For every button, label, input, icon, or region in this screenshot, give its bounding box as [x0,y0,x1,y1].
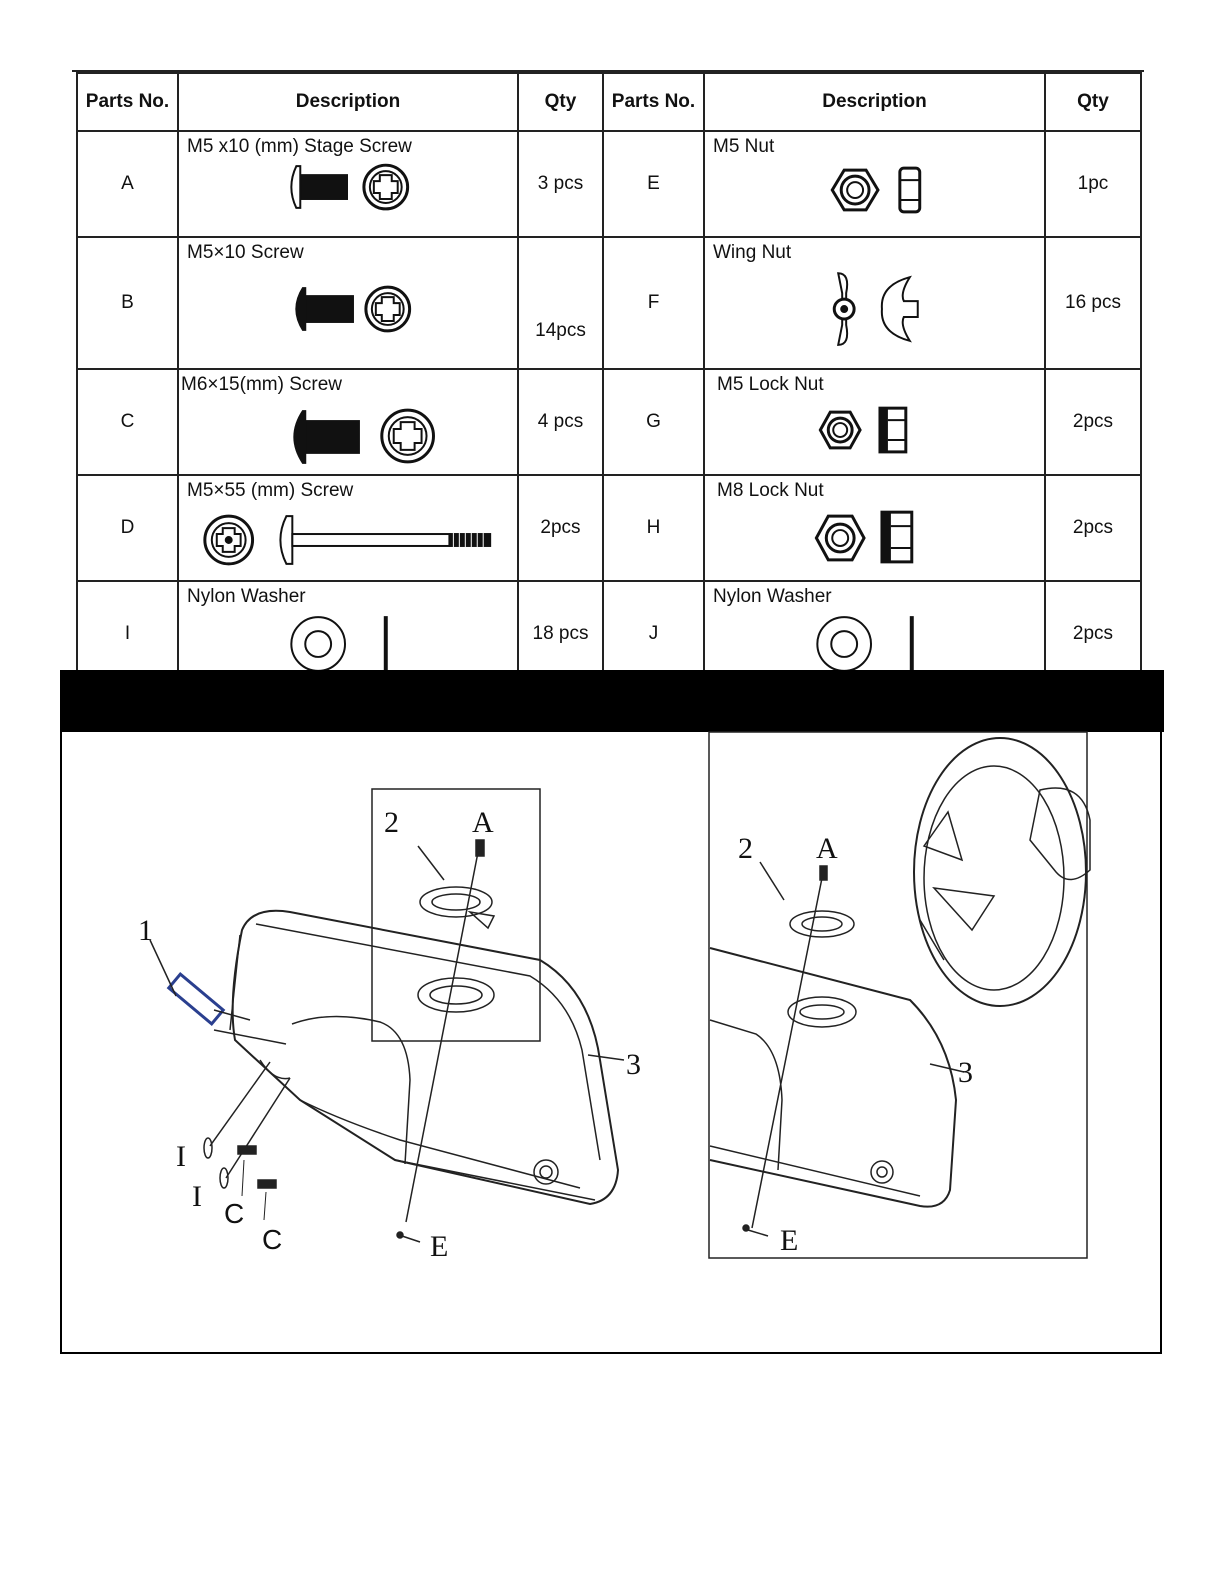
header-parts-no: Parts No. [602,72,705,132]
callout-label: I [176,1140,186,1173]
part-description: M6×15(mm) Screw [177,368,519,476]
callout-label: 2 [384,806,399,839]
header-description: Description [703,72,1046,132]
long-screw-icon [179,504,517,576]
part-description-text: M5×55 (mm) Screw [187,480,354,501]
header-description: Description [177,72,519,132]
table-row: D M5×55 (mm) Screw [76,474,1142,582]
part-description-text: M5 Lock Nut [717,374,824,395]
table-row: A M5 x10 (mm) Stage Screw 3 pcs E M5 Nut [76,130,1142,238]
header-qty: Qty [1044,72,1142,132]
part-qty: 2pcs [1044,474,1142,582]
stage-screw-icon [179,160,517,232]
part-qty: 2pcs [517,474,604,582]
parts-table: Parts No. Description Qty Parts No. Desc… [76,72,1142,688]
part-number: D [76,474,179,582]
lock-nut-icon [705,398,1044,470]
part-description: M5 Nut [703,130,1046,238]
part-number: H [602,474,705,582]
callout-label: C [262,1224,283,1255]
part-description: M5 x10 (mm) Stage Screw [177,130,519,238]
hex-nut-icon [705,160,1044,232]
callout-label: 1 [138,914,153,947]
part-qty: 14pcs [517,236,604,370]
part-description-text: M5 Nut [713,136,775,157]
callout-label: C [224,1198,245,1229]
section-header-bar [60,670,1164,732]
header-parts-no: Parts No. [76,72,179,132]
part-description: Wing Nut [703,236,1046,370]
table-row: C M6×15(mm) Screw 4 pcs G M5 Lock Nut [76,368,1142,476]
screw-icon [179,266,517,364]
part-description-text: Nylon Washer [713,586,832,607]
part-description: M5×10 Screw [177,236,519,370]
callout-label: I [192,1180,202,1213]
part-qty: 1pc [1044,130,1142,238]
part-number: G [602,368,705,476]
table-row: B M5×10 Screw 14pcs F Wing Nut [76,236,1142,370]
callout-label: A [816,832,838,865]
wing-nut-icon [705,266,1044,364]
part-description: M8 Lock Nut [703,474,1046,582]
header-qty: Qty [517,72,604,132]
part-description-text: M6×15(mm) Screw [181,374,342,395]
washer-icon [179,610,517,682]
part-description: M5×55 (mm) Screw [177,474,519,582]
part-qty: 3 pcs [517,130,604,238]
callout-label: 3 [626,1048,641,1081]
callout-label: A [472,806,494,839]
washer-icon [705,610,1044,682]
part-description: M5 Lock Nut [703,368,1046,476]
part-number: F [602,236,705,370]
screw-icon [179,398,517,470]
part-description-text: Wing Nut [713,242,792,263]
part-description-text: M8 Lock Nut [717,480,824,501]
part-qty: 2pcs [1044,368,1142,476]
diagram-frame [60,732,1162,1354]
part-description-text: Nylon Washer [187,586,306,607]
table-header-row: Parts No. Description Qty Parts No. Desc… [76,72,1142,132]
part-number: C [76,368,179,476]
part-number: A [76,130,179,238]
part-number: E [602,130,705,238]
part-description-text: M5 x10 (mm) Stage Screw [187,136,412,157]
part-description-text: M5×10 Screw [187,242,304,263]
part-qty: 16 pcs [1044,236,1142,370]
callout-label: E [780,1224,799,1257]
lock-nut-icon [705,504,1044,576]
top-rule [72,70,1144,72]
part-qty: 4 pcs [517,368,604,476]
callout-label: 3 [958,1056,973,1089]
callout-label: 2 [738,832,753,865]
callout-label: E [430,1230,449,1263]
part-number: B [76,236,179,370]
